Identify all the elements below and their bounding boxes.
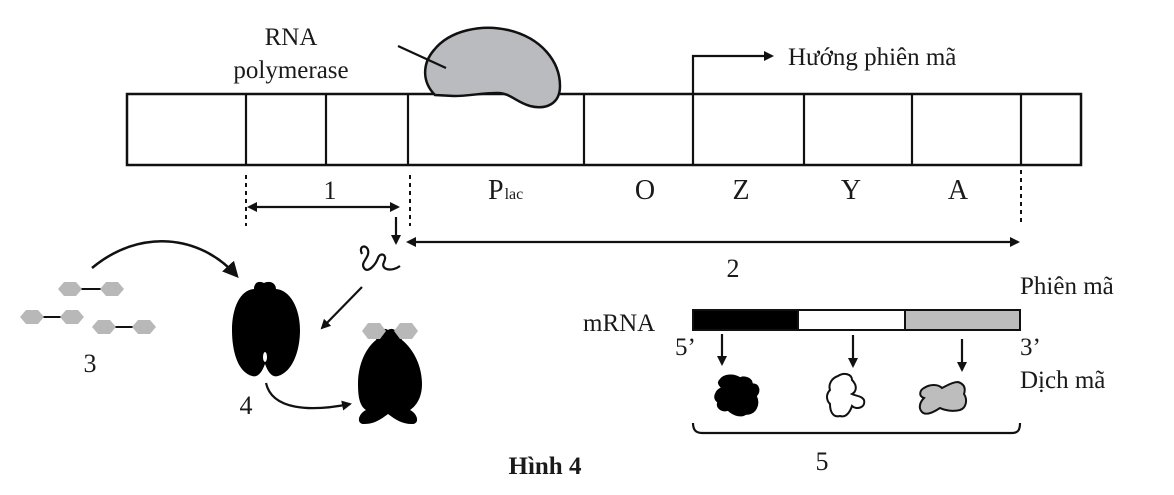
rna-polymerase-label-line1: RNA (265, 24, 318, 51)
bound-inducer-hexagon-icon (394, 323, 418, 339)
repressor-inactivation-arrow (264, 382, 352, 411)
inducer-label: 3 (84, 349, 97, 378)
bound-inducer-hexagon-icon (362, 323, 386, 339)
operator-label: O (635, 175, 655, 206)
region-1-span: 1 (247, 176, 400, 212)
inducer-molecule (20, 310, 84, 324)
hexagon-icon (58, 282, 82, 296)
transcription-label: Phiên mã (1020, 273, 1114, 300)
transcription-direction-arrow (691, 51, 774, 94)
inactive-repressor (358, 323, 422, 424)
transcription-direction-label: Hướng phiên mã (788, 44, 956, 71)
protein-a-icon (918, 380, 968, 415)
hexagon-icon (92, 320, 116, 334)
translation-label: Dịch mã (1020, 367, 1105, 394)
transcription-translation: Phiên mã mRNA 5’ 3’ Dịch mã 5 (583, 273, 1114, 476)
protein-z-icon (714, 374, 760, 417)
rna-polymerase-pointer (397, 45, 447, 69)
inducer-molecule (58, 282, 124, 296)
active-repressor: 4 (232, 281, 352, 420)
operon-labels: Plac O Z Y A (488, 175, 969, 206)
mrna-segment-y (797, 309, 906, 331)
region-2-label: 2 (727, 254, 740, 283)
proteins-bracket (691, 422, 1022, 435)
dna-operon-bar (125, 92, 1083, 167)
squiggle-to-repressor-arrow (320, 286, 363, 330)
repressor-notch (263, 352, 267, 362)
promoter-label: Plac (488, 175, 523, 206)
inducer-molecule (92, 320, 156, 334)
region-1-label: 1 (324, 176, 337, 205)
gene-z-label: Z (732, 175, 749, 206)
rna-polymerase-shape (423, 26, 562, 109)
hexagon-icon (60, 310, 84, 324)
inducer-to-repressor-arrow (91, 240, 239, 278)
hexagon-icon (132, 320, 156, 334)
inducer-molecules: 3 (20, 240, 239, 378)
gene-a-label: A (948, 175, 969, 206)
rna-polymerase: RNA polymerase (233, 24, 562, 109)
figure-caption: Hình 4 (509, 453, 582, 480)
mrna-segment-z (692, 309, 799, 331)
repressor-mrna-squiggle-icon (359, 245, 401, 271)
hexagon-icon (100, 282, 124, 296)
repressor-shape-icon (232, 281, 300, 377)
gene-y-label: Y (841, 175, 861, 206)
mrna-strand (692, 309, 1021, 331)
repressor-label: 4 (240, 391, 253, 420)
mrna-segment-a (904, 309, 1021, 331)
protein-y-icon (826, 372, 866, 418)
region-2-span: 2 (406, 237, 1020, 283)
mrna-label: mRNA (583, 310, 655, 337)
dna-bar-outline (125, 92, 1083, 167)
mrna-5-prime-label: 5’ (675, 334, 696, 361)
rna-polymerase-label-line2: polymerase (233, 57, 348, 84)
transcription-direction: Hướng phiên mã (691, 44, 956, 94)
proteins-label: 5 (816, 447, 829, 476)
hexagon-icon (20, 310, 44, 324)
inactive-repressor-shape-icon (358, 328, 422, 424)
mrna-3-prime-label: 3’ (1020, 334, 1041, 361)
